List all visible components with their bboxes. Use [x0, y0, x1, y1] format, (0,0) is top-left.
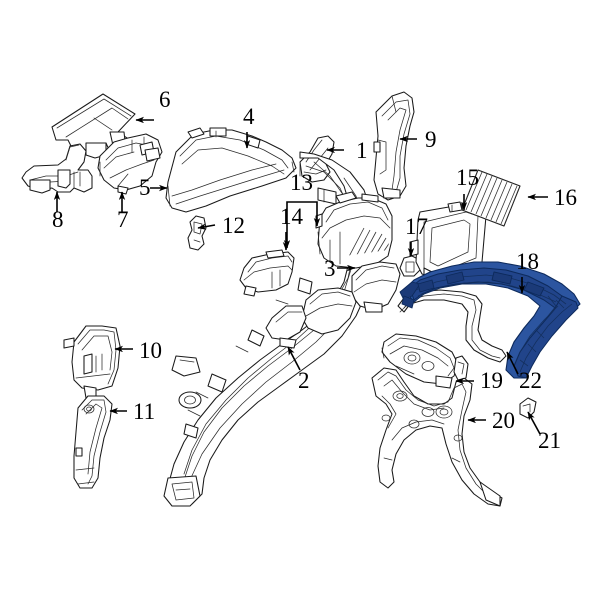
callout-7: 7 [117, 191, 129, 232]
callout-number-3: 3 [324, 256, 336, 281]
callout-number-20: 20 [492, 408, 515, 433]
callout-number-11: 11 [133, 399, 155, 424]
callout-15: 15 [456, 165, 479, 211]
callout-17: 17 [405, 214, 428, 257]
callout-12: 12 [197, 213, 245, 238]
callout-21: 21 [527, 411, 561, 453]
callout-5: 5 [139, 175, 168, 200]
callout-number-7: 7 [117, 207, 129, 232]
part-10-shape [63, 325, 121, 399]
part-7-shape [97, 133, 163, 195]
callout-number-16: 16 [554, 185, 577, 210]
callout-2: 2 [287, 346, 310, 393]
callout-number-5: 5 [139, 175, 151, 200]
callout-number-8: 8 [52, 207, 64, 232]
callout-number-15: 15 [456, 165, 479, 190]
callout-number-6: 6 [159, 87, 171, 112]
callout-10: 10 [114, 338, 162, 363]
callout-number-21: 21 [538, 428, 561, 453]
callout-3: 3 [324, 256, 356, 281]
part-14-shape [239, 249, 295, 297]
callout-number-22: 22 [519, 368, 542, 393]
callout-8: 8 [52, 191, 64, 232]
callout-number-9: 9 [425, 127, 437, 152]
callout-11: 11 [109, 399, 155, 424]
part-17-shape [399, 255, 421, 277]
callout-number-4: 4 [243, 104, 255, 129]
part-11-shape [73, 395, 113, 489]
part-9-shape [373, 91, 415, 201]
part-12-shape [187, 215, 207, 251]
callout-bracket-13 [286, 201, 318, 212]
callout-18: 18 [516, 249, 539, 294]
part-3b-shape [265, 287, 357, 349]
part-19-shape [381, 333, 459, 389]
callout-arrow-22 [506, 351, 519, 375]
callout-20: 20 [467, 408, 515, 433]
part-3-shape [351, 261, 401, 313]
callout-number-12: 12 [222, 213, 245, 238]
callout-number-1: 1 [356, 138, 368, 163]
callout-number-19: 19 [480, 368, 503, 393]
callout-16: 16 [527, 185, 577, 210]
callout-9: 9 [399, 127, 437, 152]
part-8-shape [21, 143, 93, 194]
callout-number-18: 18 [516, 249, 539, 274]
callout-22: 22 [506, 351, 542, 393]
callout-number-14: 14 [280, 204, 304, 229]
callout-arrow-2 [287, 346, 301, 371]
callout-19: 19 [455, 368, 503, 393]
part-21-shape [519, 397, 537, 419]
part-13-shape [315, 191, 393, 269]
part-4-shape [165, 127, 297, 213]
callout-number-17: 17 [405, 214, 428, 239]
callout-number-13: 13 [290, 170, 313, 195]
callout-1: 1 [326, 138, 368, 163]
callout-number-10: 10 [139, 338, 162, 363]
callout-14: 14 [280, 204, 304, 251]
callout-6: 6 [135, 87, 171, 124]
part-18-highlighted-shape [399, 261, 581, 379]
callout-arrow-12 [197, 223, 216, 230]
callout-4: 4 [243, 104, 255, 149]
callout-number-2: 2 [298, 368, 310, 393]
callout-arrow-21 [527, 411, 541, 435]
